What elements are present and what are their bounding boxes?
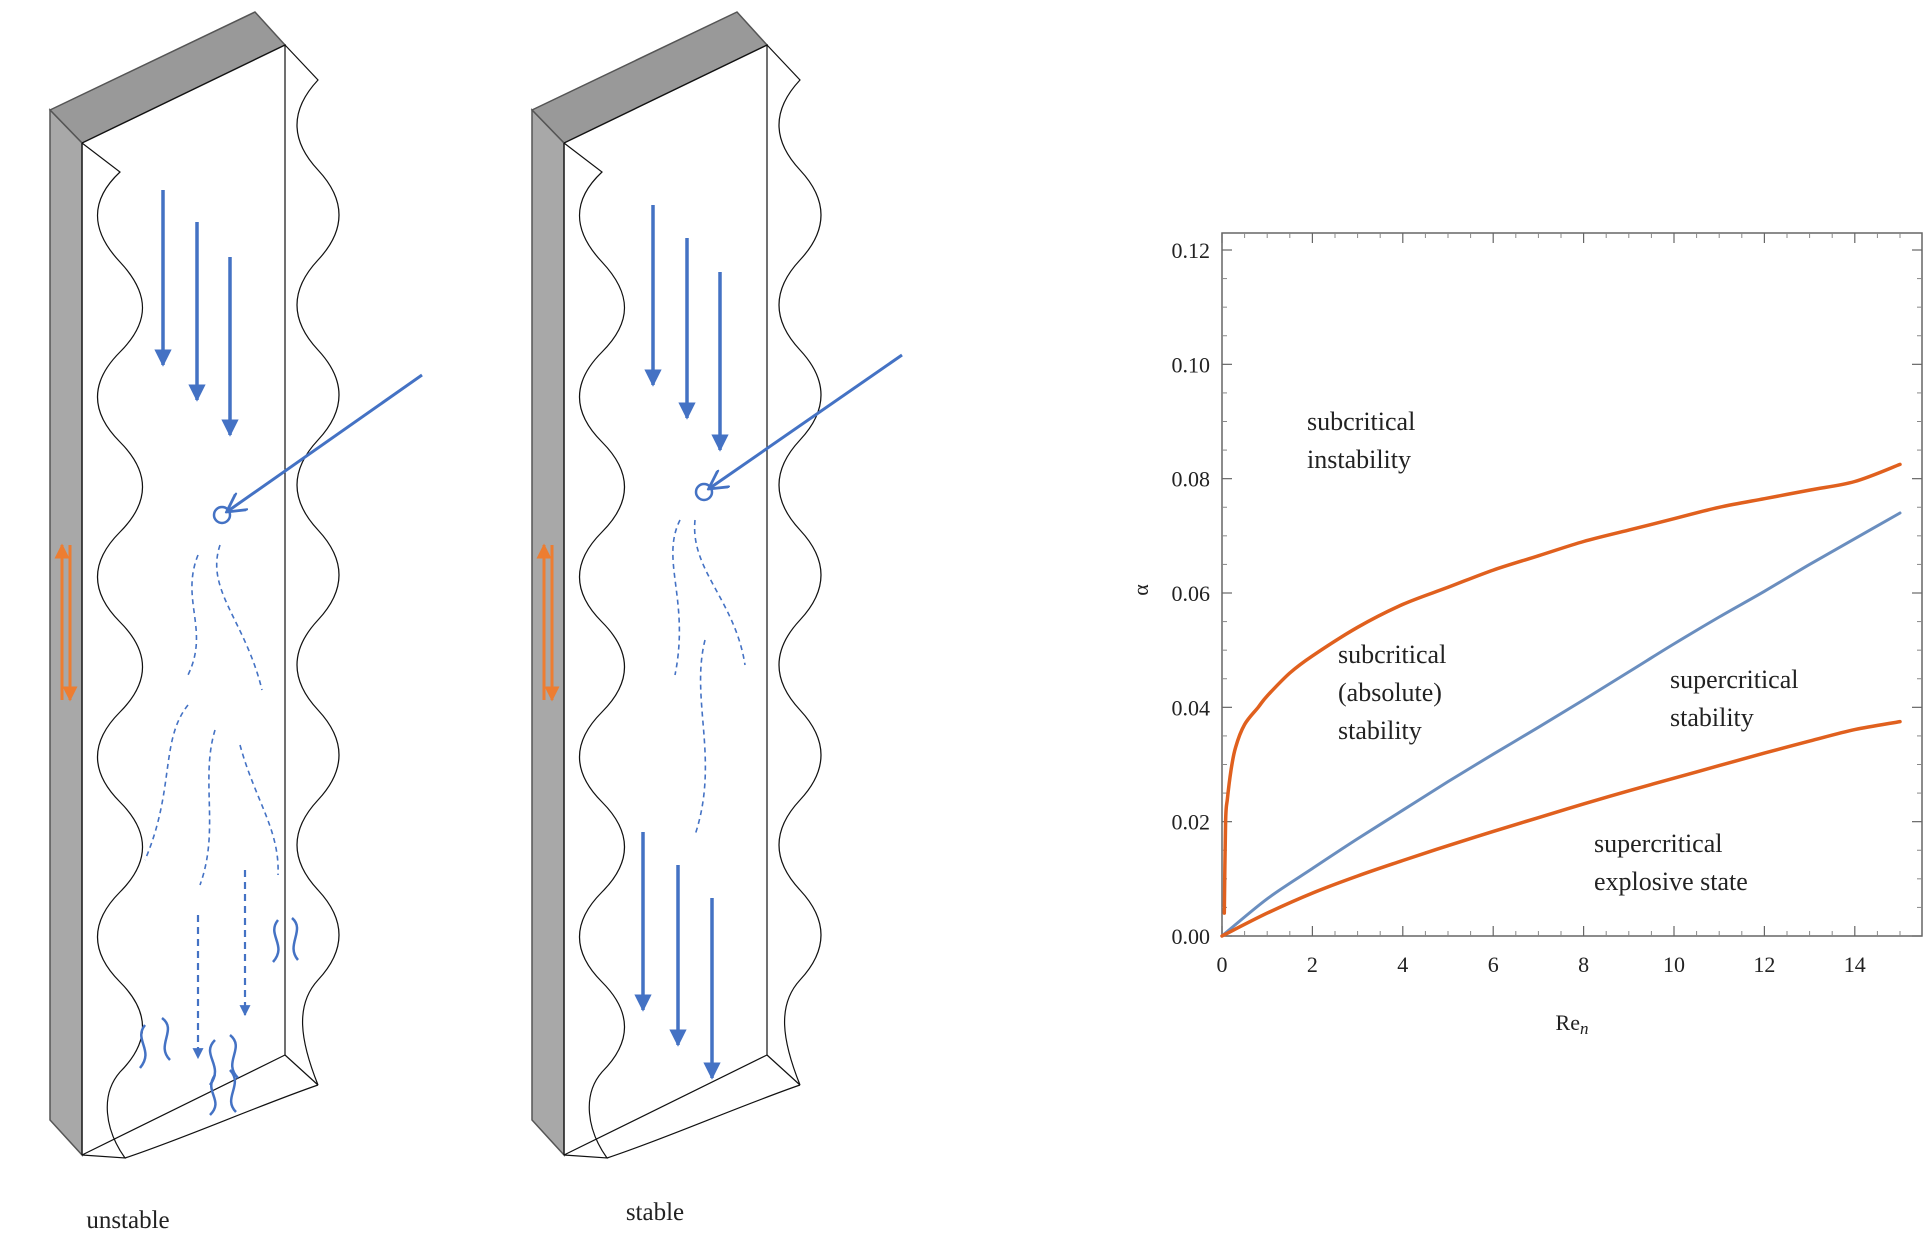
panel-caption-unstable: unstable (86, 1207, 169, 1234)
unstable-film-diagram (48, 11, 423, 1159)
wall-top-face (530, 11, 769, 144)
curve-series-2 (1220, 719, 1902, 938)
x-tick-labels: 0 2 4 6 8 10 12 14 (1217, 952, 1866, 977)
wall-top-face (48, 11, 287, 144)
plate-back-edges (81, 44, 286, 1055)
region-label-supercritical-stability: supercritical stability (1670, 665, 1805, 732)
film-bottom-curve (606, 1084, 801, 1159)
film-surface-left-wave (563, 142, 625, 1159)
wall-side-face (49, 108, 83, 1157)
x-axis-label-sub: n (1580, 1019, 1589, 1038)
y-tick-label: 0.08 (1172, 467, 1211, 492)
wall-side-face (531, 108, 565, 1157)
y-tick-label: 0.10 (1172, 352, 1211, 377)
perturbation-pointer (228, 373, 423, 511)
panel-caption-stable: stable (626, 1199, 684, 1226)
x-tick-label: 2 (1307, 952, 1318, 977)
axis-ticks (1221, 233, 1922, 937)
region-label-supercritical-explosive: supercritical explosive state (1594, 829, 1748, 896)
y-tick-label: 0.04 (1172, 695, 1211, 720)
x-tick-label: 4 (1397, 952, 1408, 977)
stability-map-chart: 0.00 0.02 0.04 0.06 0.08 0.10 0.12 0 2 4 6 8 10 12 14… (1128, 232, 1923, 1038)
x-axis-label-main: Re (1556, 1010, 1580, 1035)
x-axis-label: Ren (1556, 1010, 1589, 1038)
curve-series-1 (1220, 511, 1902, 938)
x-tick-label: 14 (1844, 952, 1866, 977)
x-tick-label: 12 (1753, 952, 1775, 977)
film-surface-right-wave (766, 44, 822, 1086)
y-tick-label: 0.02 (1172, 810, 1211, 835)
perturbation-point (694, 482, 714, 502)
plate-back-edges (563, 44, 768, 1055)
curves (1220, 462, 1902, 938)
film-bottom-curve (124, 1084, 319, 1159)
vortex-swirl-icons (138, 917, 300, 1116)
disturbance-streaks (144, 544, 279, 886)
perturbation-pointer (710, 353, 903, 488)
stable-film-diagram (530, 11, 903, 1159)
plate-bottom-edge (81, 1054, 286, 1156)
perturbation-point (212, 505, 232, 525)
plot-frame (1221, 232, 1923, 937)
y-tick-label: 0.06 (1172, 581, 1211, 606)
region-label-subcritical-instability: subcritical instability (1307, 407, 1422, 474)
x-tick-label: 6 (1488, 952, 1499, 977)
x-tick-label: 10 (1663, 952, 1685, 977)
y-tick-label: 0.00 (1172, 924, 1211, 949)
y-tick-labels: 0.00 0.02 0.04 0.06 0.08 0.10 0.12 (1172, 238, 1211, 949)
film-surface-right-wave (284, 44, 340, 1086)
y-axis-label: α (1128, 584, 1153, 596)
curve-series-0 (1222, 462, 1902, 915)
y-tick-label: 0.12 (1172, 238, 1211, 263)
film-surface-left-wave (81, 142, 143, 1159)
plate-bottom-edge (563, 1054, 768, 1156)
region-label-subcritical-absolute-stability: subcritical (absolute) stability (1338, 640, 1453, 745)
disturbance-streaks (672, 519, 746, 836)
x-tick-label: 0 (1217, 952, 1228, 977)
x-tick-label: 8 (1578, 952, 1589, 977)
